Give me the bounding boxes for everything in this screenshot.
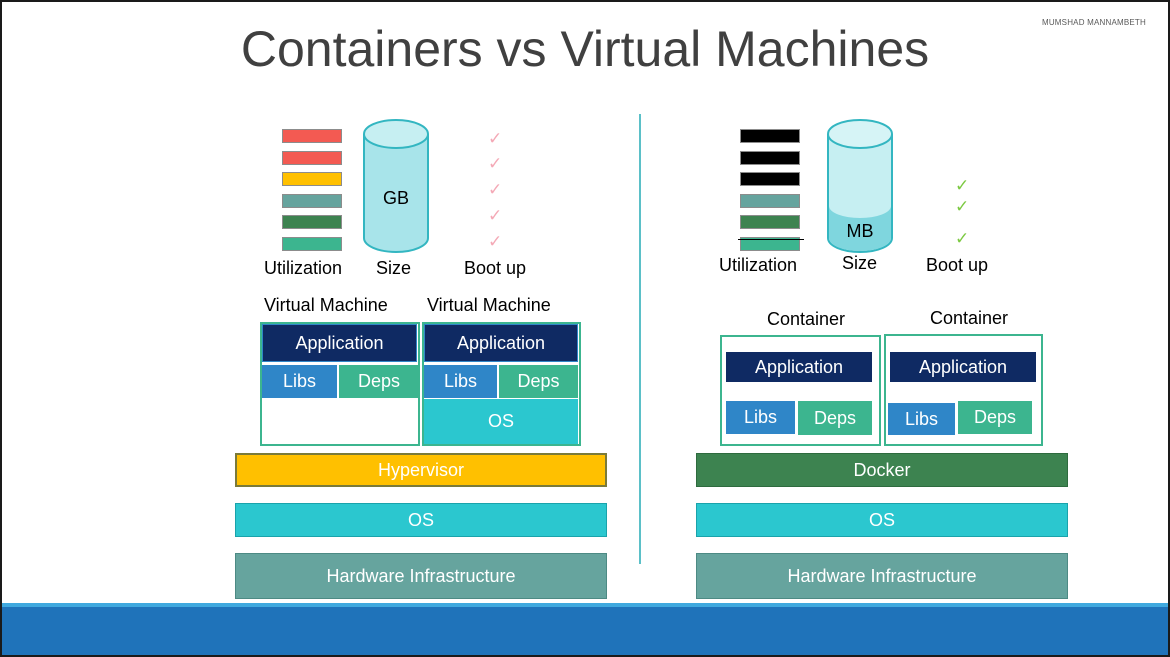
- vm-bootup-label: Boot up: [464, 258, 527, 278]
- container-1-frame: [720, 335, 881, 446]
- container-os-layer: OS: [696, 503, 1068, 537]
- container-utilization-bar: [740, 150, 800, 165]
- container-2-frame: [884, 334, 1043, 446]
- vm-2-os: OS: [424, 399, 578, 444]
- container-1-libs: Libs: [726, 401, 795, 434]
- container-hardware-layer: Hardware Infrastructure: [696, 553, 1068, 599]
- vm-os-layer: OS: [235, 503, 607, 537]
- vm-1-application: Application: [262, 324, 417, 362]
- container-utilization-marker: [738, 239, 804, 240]
- vm-size-cylinder-icon: [363, 119, 429, 253]
- container-boot-check-icon: ✓: [955, 229, 970, 248]
- vm-utilization-label: Utilization: [264, 258, 343, 278]
- container-boot-check-icon: ✓: [955, 176, 970, 195]
- vm-1-frame: [260, 322, 420, 446]
- container-utilization-bar: [740, 193, 800, 208]
- container-utilization-bar: [740, 172, 800, 186]
- container-size-label: Size: [842, 253, 878, 273]
- container-1-application: Application: [726, 352, 872, 382]
- page-title: Containers vs Virtual Machines: [240, 21, 930, 77]
- footer-bar: [2, 607, 1168, 655]
- vm-hardware-layer: Hardware Infrastructure: [235, 553, 607, 599]
- vm-boot-check-icon: ✓: [488, 129, 503, 148]
- container-2-application: Application: [890, 352, 1036, 382]
- divider: [639, 114, 641, 564]
- vm-utilization-bar: [282, 236, 342, 251]
- author-label: MUMSHAD MANNAMBETH: [1041, 18, 1146, 27]
- vm-1-label: Virtual Machine: [264, 295, 388, 315]
- vm-boot-check-icon: ✓: [488, 154, 503, 173]
- container-boot-check-icon: ✓: [955, 197, 970, 216]
- vm-utilization-bar: [282, 215, 342, 229]
- vm-2-deps: Deps: [499, 365, 578, 398]
- vm-size-value: GB: [382, 187, 409, 208]
- container-utilization-bar: [740, 215, 800, 229]
- container-size-value: MB: [846, 220, 874, 241]
- vm-boot-check-icon: ✓: [488, 180, 503, 199]
- vm-2-label: Virtual Machine: [427, 295, 551, 315]
- container-1-deps: Deps: [798, 401, 872, 435]
- vm-utilization-bar: [282, 193, 342, 208]
- container-2-libs: Libs: [888, 403, 955, 435]
- vm-utilization-bar: [282, 129, 342, 143]
- vm-size-label: Size: [376, 258, 412, 278]
- container-bootup-label: Boot up: [926, 255, 989, 275]
- vm-utilization-bar: [282, 172, 342, 186]
- vm-utilization-bar: [282, 150, 342, 165]
- docker-layer: Docker: [696, 453, 1068, 487]
- vm-boot-check-icon: ✓: [488, 206, 503, 225]
- vm-2-frame: [422, 322, 581, 446]
- container-utilization-bar: [740, 236, 800, 251]
- container-utilization-label: Utilization: [719, 255, 798, 275]
- hypervisor-layer: Hypervisor: [235, 453, 607, 487]
- container-utilization-bar: [740, 129, 800, 143]
- container-size-cylinder-icon: [827, 119, 893, 253]
- container-1-label: Container: [767, 309, 846, 329]
- container-2-label: Container: [930, 308, 1009, 328]
- container-2-deps: Deps: [958, 401, 1032, 434]
- vm-2-libs: Libs: [424, 365, 497, 398]
- vm-1-libs: Libs: [262, 365, 337, 398]
- vm-1-deps: Deps: [339, 365, 419, 398]
- vm-2-application: Application: [424, 324, 578, 362]
- footer-accent-line: [2, 603, 1168, 607]
- vm-boot-check-icon: ✓: [488, 232, 503, 251]
